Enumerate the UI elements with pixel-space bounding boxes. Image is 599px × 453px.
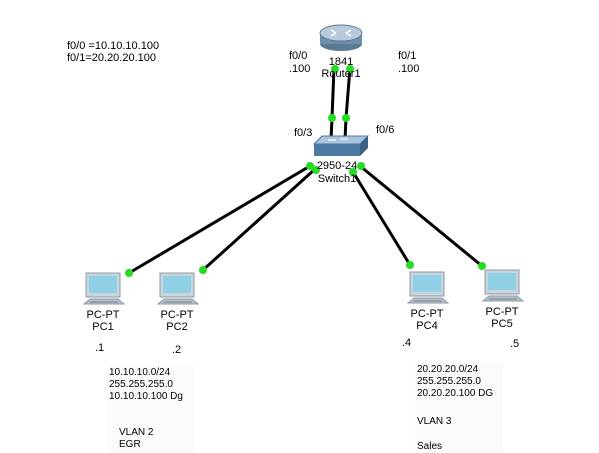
pc4-name: PC4 <box>416 320 438 332</box>
pc1-name: PC1 <box>92 321 114 333</box>
switch-name: Switch1 <box>317 173 357 185</box>
router-model: 1841 <box>328 56 354 68</box>
port-light <box>346 65 354 73</box>
pc5-model: PC-PT <box>485 306 519 318</box>
link-router-switch-f00[interactable] <box>330 67 336 119</box>
switch-model: 2950-24 <box>316 160 358 172</box>
router-name: Router1 <box>321 68 361 80</box>
link-switch-pc1[interactable] <box>128 164 311 275</box>
router-port-right-ip: .100 <box>398 63 420 75</box>
switch-port-left: f0/3 <box>294 127 313 139</box>
note-vlan2-gw: 10.10.10.100 Dg <box>109 391 183 403</box>
note-vlan2-mask: 255.255.255.0 <box>109 379 173 391</box>
pc1-icon[interactable] <box>82 272 126 305</box>
port-light <box>199 266 207 274</box>
port-light <box>312 166 320 174</box>
link-switch-pc5[interactable] <box>359 164 483 268</box>
pc5-host: .5 <box>510 338 520 350</box>
pc2-model: PC-PT <box>160 309 194 321</box>
port-light <box>306 162 314 170</box>
link-switch-pc2[interactable] <box>201 168 316 272</box>
note-vlan2: 10.10.10.0/24 255.255.255.0 10.10.10.100… <box>107 366 195 452</box>
port-light <box>342 114 350 122</box>
switch-port-right: f0/6 <box>376 124 395 136</box>
pc2-icon[interactable] <box>156 272 200 305</box>
router-icon[interactable] <box>319 24 363 51</box>
port-light <box>331 65 339 73</box>
pc5-name: PC5 <box>491 318 513 330</box>
pc1-model: PC-PT <box>86 309 120 321</box>
note-vlan2-net: 10.10.10.0/24 <box>109 367 171 379</box>
switch-icon[interactable] <box>312 135 370 156</box>
router-port-left: f0/0 <box>289 50 308 62</box>
port-light <box>478 262 486 270</box>
note-vlan3: 20.20.20.0/24 255.255.255.0 20.20.20.100… <box>415 363 503 453</box>
pc2-name: PC2 <box>166 321 188 333</box>
note-vlan2-dept: EGR <box>119 439 141 451</box>
note-vlan2-vlan: VLAN 2 <box>119 427 154 439</box>
pc4-host: .4 <box>402 337 412 349</box>
link-switch-pc4[interactable] <box>351 171 412 266</box>
pc1-host: .1 <box>95 342 105 354</box>
note-interfaces-line1: f0/0 =10.10.10.100 <box>67 40 160 52</box>
pc5-icon[interactable] <box>481 269 525 302</box>
port-light <box>349 168 357 176</box>
port-light <box>328 114 336 122</box>
router-port-right: f0/1 <box>398 50 417 62</box>
note-vlan3-vlan: VLAN 3 <box>417 416 452 428</box>
link-router-switch-f01[interactable] <box>344 67 352 119</box>
note-vlan3-gw: 20.20.20.100 DG <box>417 388 494 400</box>
port-light <box>406 261 414 269</box>
pc2-host: .2 <box>172 344 182 356</box>
pc4-icon[interactable] <box>406 271 450 304</box>
port-light <box>125 269 133 277</box>
note-interfaces-line2: f0/1=20.20.20.100 <box>67 52 156 64</box>
port-light <box>357 162 365 170</box>
note-vlan3-dept: Sales <box>417 441 443 453</box>
note-vlan3-net: 20.20.20.0/24 <box>417 364 479 376</box>
pc4-model: PC-PT <box>410 308 444 320</box>
router-port-left-ip: .100 <box>289 63 311 75</box>
note-vlan3-mask: 255.255.255.0 <box>417 376 481 388</box>
